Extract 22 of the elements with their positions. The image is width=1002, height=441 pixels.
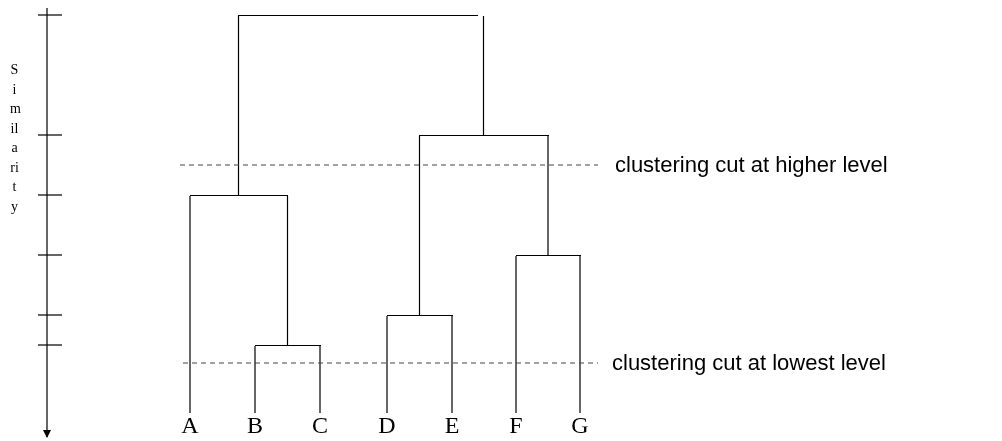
dendrogram-branch	[254, 345, 256, 414]
leaf-label: E	[437, 413, 467, 437]
cut-label: clustering cut at lowest level	[612, 350, 886, 376]
dendrogram-branch	[451, 315, 453, 414]
leaf-label: F	[501, 413, 531, 437]
dendrogram-branch	[579, 255, 581, 414]
axis-title: Similarity	[10, 61, 19, 216]
dendrogram-branch	[189, 195, 191, 414]
dendrogram-branch	[515, 255, 517, 414]
leaf-label: G	[565, 413, 595, 437]
dendrogram-branch	[386, 315, 388, 414]
leaf-label: C	[305, 413, 335, 437]
dendrogram-branch	[237, 15, 240, 196]
leaf-label: B	[240, 413, 270, 437]
dendrogram-branch	[319, 345, 321, 414]
cut-label: clustering cut at higher level	[615, 152, 888, 178]
leaf-label: A	[175, 413, 205, 437]
dendrogram-branch	[482, 15, 485, 136]
dendrogram-branch	[418, 135, 421, 316]
leaf-label: D	[372, 413, 402, 437]
dendrogram-branch	[286, 195, 289, 346]
dendrogram-branch	[547, 135, 549, 256]
